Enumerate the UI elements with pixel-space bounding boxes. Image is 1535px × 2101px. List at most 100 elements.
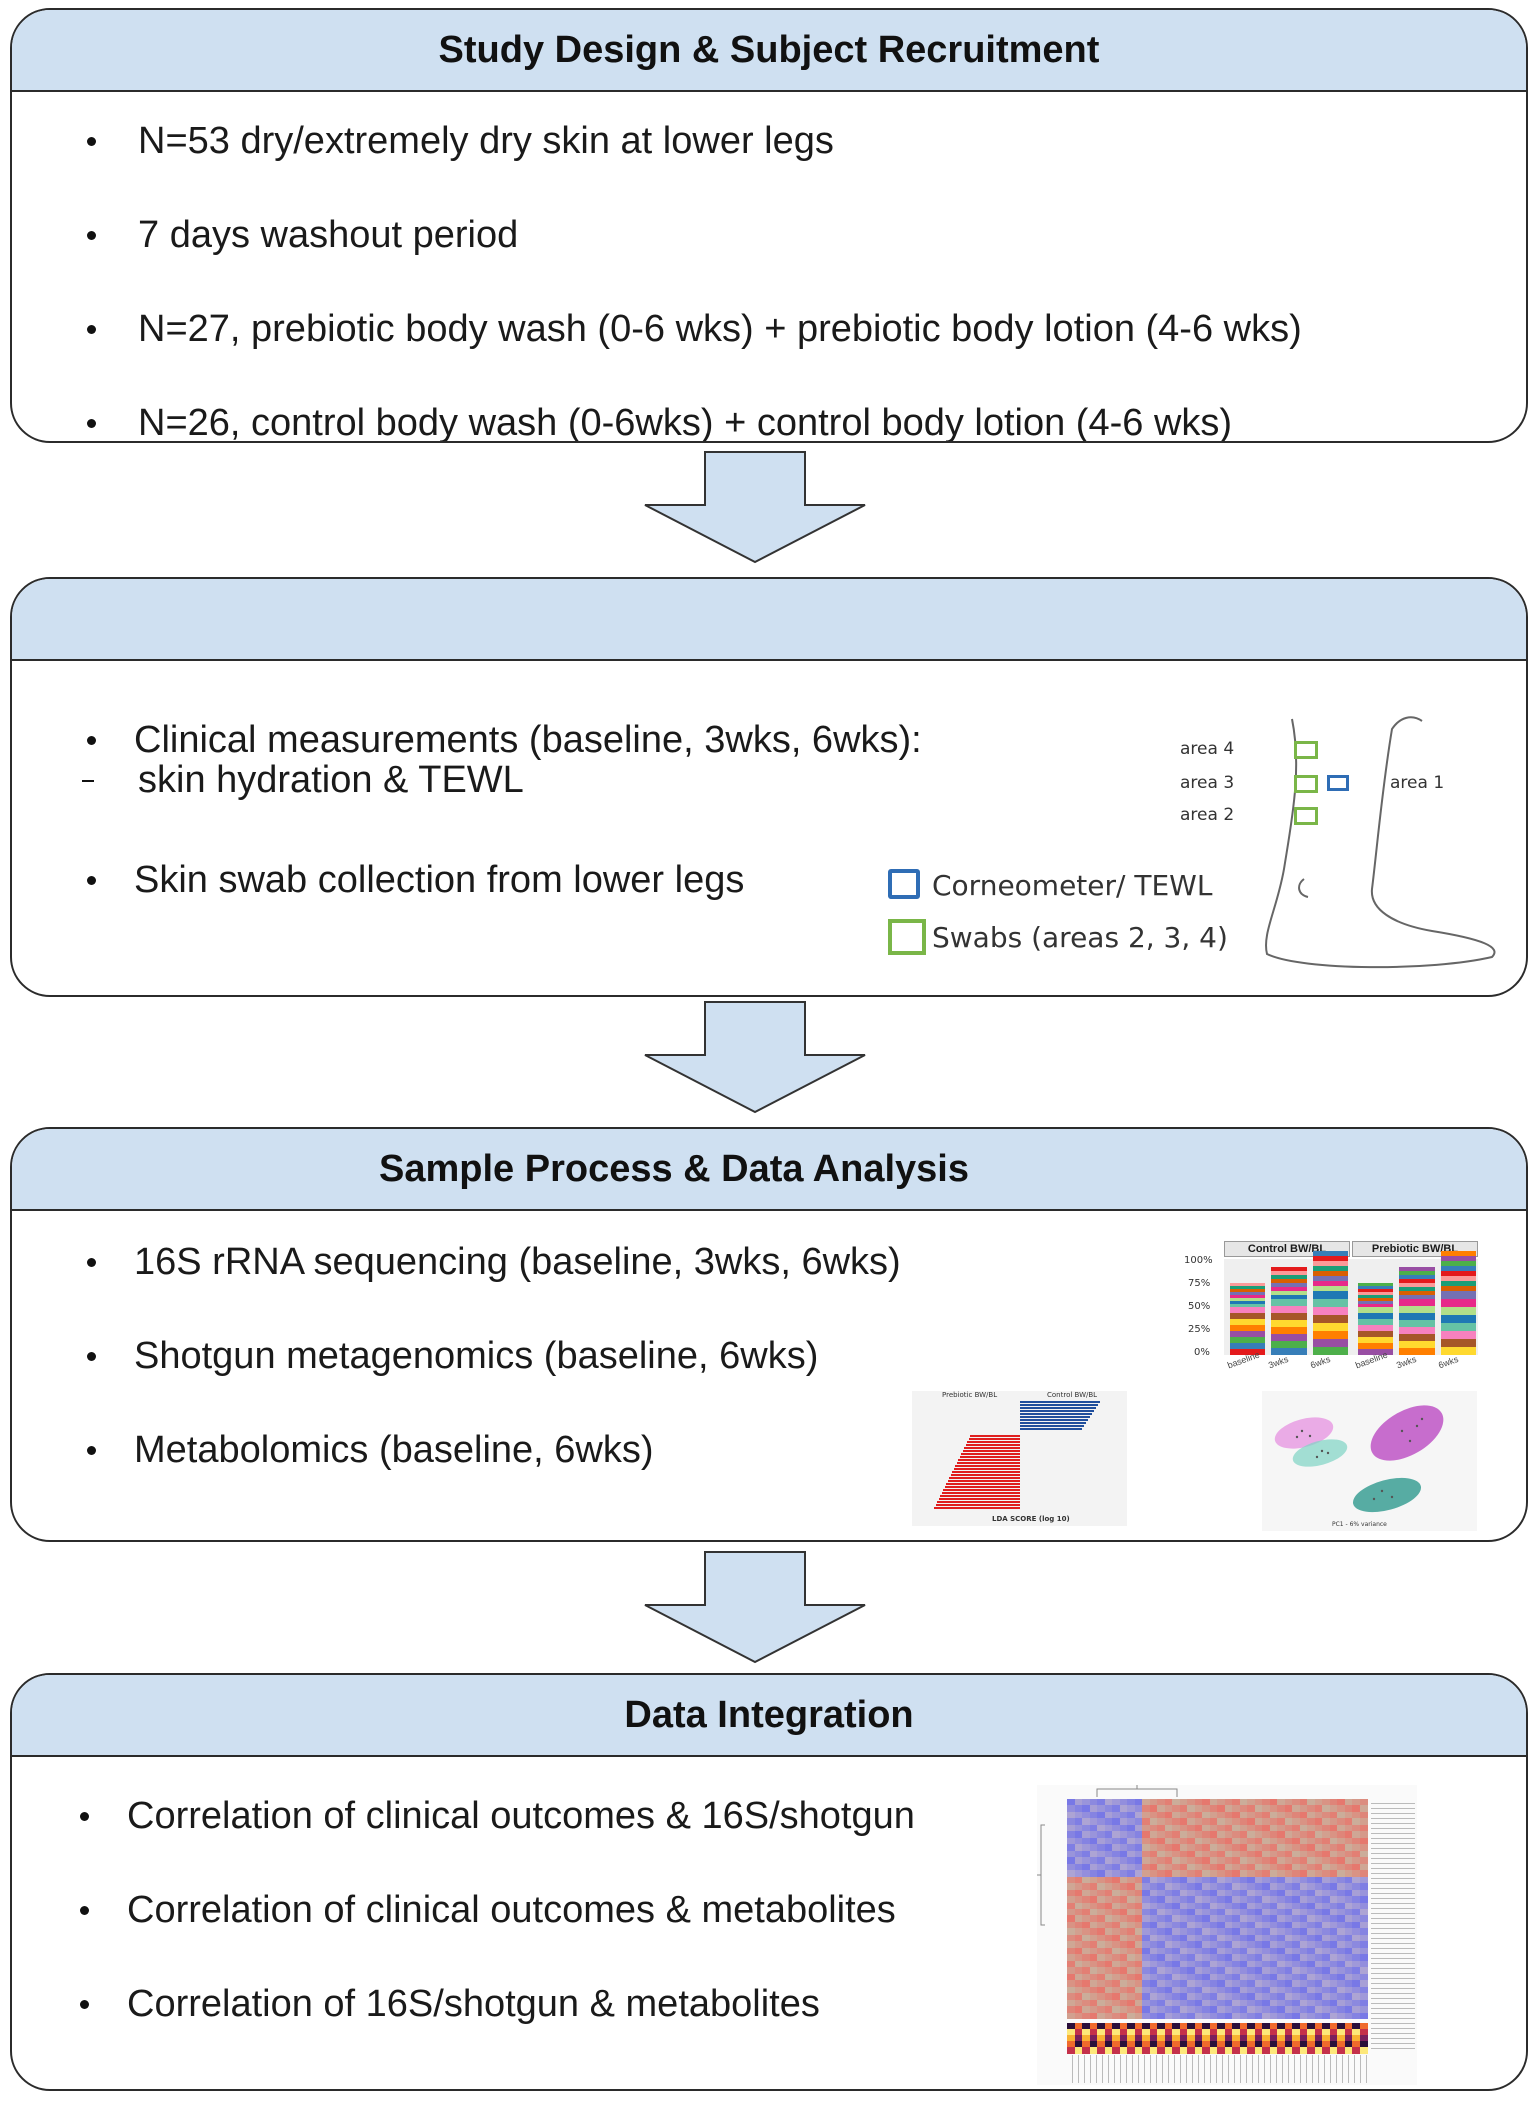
heatmap-cell <box>1172 1863 1180 1871</box>
heatmap-cell <box>1299 1999 1308 2007</box>
heatmap-cell <box>1352 1799 1360 1806</box>
heatmap-cell <box>1239 1947 1248 1955</box>
heatmap-cell <box>1277 1818 1285 1826</box>
heatmap-cell <box>1322 2023 1330 2030</box>
heatmap-cell <box>1202 1896 1210 1904</box>
heatmap-cell <box>1224 1986 1233 1994</box>
heatmap-cell <box>1359 1799 1368 1806</box>
panel-title: Study Design & Subject Recruitment <box>438 28 1100 71</box>
heatmap-cell <box>1127 1915 1135 1923</box>
bullet-dot <box>87 736 96 745</box>
heatmap-cell <box>1262 1799 1270 1806</box>
heatmap-cell <box>1299 1837 1308 1845</box>
heatmap-cell <box>1254 1947 1263 1955</box>
heatmap-cell <box>1187 1870 1195 1878</box>
lda-bar-prebiotic <box>955 1465 1020 1468</box>
heatmap-cell <box>1112 1811 1120 1819</box>
heatmap-cell <box>1209 1850 1218 1858</box>
column-labels <box>1067 2055 1367 2083</box>
heatmap-cell <box>1284 1850 1293 1858</box>
heatmap-cell <box>1172 1811 1180 1819</box>
heatmap-cell <box>1239 1954 1248 1962</box>
heatmap-cell <box>1329 1967 1338 1975</box>
heatmap-cell <box>1119 1941 1128 1949</box>
heatmap-cell <box>1329 1954 1338 1962</box>
heatmap-cell <box>1359 1999 1368 2007</box>
heatmap-cell <box>1119 1889 1128 1897</box>
stacked-bar-segment <box>1358 1283 1394 1286</box>
heatmap-cell <box>1119 1960 1128 1968</box>
heatmap-cell <box>1299 1850 1308 1858</box>
heatmap-cell <box>1314 1883 1323 1891</box>
heatmap-cell <box>1097 2029 1105 2036</box>
stacked-bar-segment <box>1312 1281 1348 1286</box>
heatmap-cell <box>1112 2035 1120 2042</box>
heatmap-cell <box>1157 1850 1165 1858</box>
heatmap-cell <box>1337 1850 1345 1858</box>
heatmap-cell <box>1314 1941 1323 1949</box>
heatmap-cell <box>1239 1799 1248 1806</box>
heatmap-cell <box>1082 1850 1090 1858</box>
heatmap-cell <box>1329 1921 1338 1929</box>
heatmap-cell <box>1119 1850 1128 1858</box>
heatmap-cell <box>1097 1967 1105 1975</box>
lda-bar-prebiotic <box>938 1498 1020 1501</box>
heatmap-cell <box>1142 1811 1150 1819</box>
stacked-bar-segment <box>1440 1276 1476 1281</box>
heatmap-cell <box>1187 1921 1195 1929</box>
heatmap-cell <box>1134 1850 1143 1858</box>
heatmap-cell <box>1359 1863 1368 1871</box>
heatmap-cell <box>1112 1960 1120 1968</box>
heatmap-cell <box>1337 1915 1345 1923</box>
heatmap-cell <box>1329 1883 1338 1891</box>
heatmap-cell <box>1187 1850 1195 1858</box>
heatmap-cell <box>1224 1934 1233 1942</box>
heatmap-cell <box>1254 1928 1263 1936</box>
heatmap-cell <box>1142 1902 1150 1910</box>
heatmap-cell <box>1149 1844 1158 1852</box>
heatmap-cell <box>1307 1980 1315 1988</box>
heatmap-cell <box>1149 2012 1158 2020</box>
category-label: 3wks <box>1395 1353 1419 1371</box>
heatmap-cell <box>1322 1973 1330 1981</box>
heatmap-cell <box>1254 1844 1263 1852</box>
heatmap-cell <box>1142 1876 1150 1884</box>
heatmap-cell <box>1104 1889 1113 1897</box>
lda-bar-control <box>1020 1407 1096 1410</box>
heatmap-cell <box>1149 1954 1158 1962</box>
heatmap-cell <box>1254 1805 1263 1813</box>
heatmap-cell <box>1292 1954 1300 1962</box>
heatmap-cell <box>1067 1973 1075 1981</box>
heatmap-cell <box>1299 1805 1308 1813</box>
heatmap-cell <box>1074 1902 1083 1910</box>
heatmap-cell <box>1307 1857 1315 1865</box>
lda-bar-prebiotic <box>941 1492 1020 1495</box>
heatmap-cell <box>1299 2006 1308 2014</box>
heatmap-cell <box>1112 1967 1120 1975</box>
bullet-dot <box>87 1258 96 1267</box>
heatmap-cell <box>1187 1960 1195 1968</box>
heatmap-cell <box>1134 1967 1143 1975</box>
heatmap-cell <box>1337 1831 1345 1839</box>
heatmap-cell <box>1314 1896 1323 1904</box>
heatmap-cell <box>1202 1818 1210 1826</box>
heatmap-cell <box>1074 1960 1083 1968</box>
heatmap-cell <box>1344 1876 1353 1884</box>
stacked-bar-segment <box>1358 1307 1394 1313</box>
heatmap-cell <box>1112 1993 1120 2001</box>
heatmap-cell <box>1134 1947 1143 1955</box>
heatmap-cell <box>1089 1973 1098 1981</box>
heatmap-cell <box>1314 1837 1323 1845</box>
heatmap-cell <box>1307 1850 1315 1858</box>
heatmap-cell <box>1142 1870 1150 1878</box>
heatmap-cell <box>1224 1999 1233 2007</box>
heatmap-cell <box>1322 1799 1330 1806</box>
heatmap-cell <box>1254 1954 1263 1962</box>
stacked-bar-segment <box>1271 1313 1307 1320</box>
heatmap-cell <box>1359 1909 1368 1916</box>
stacked-bar-segment <box>1312 1307 1348 1315</box>
heatmap-cell <box>1307 2041 1315 2048</box>
heatmap-cell <box>1142 1831 1150 1839</box>
heatmap-cell <box>1097 2041 1105 2048</box>
heatmap-cell <box>1149 1928 1158 1936</box>
